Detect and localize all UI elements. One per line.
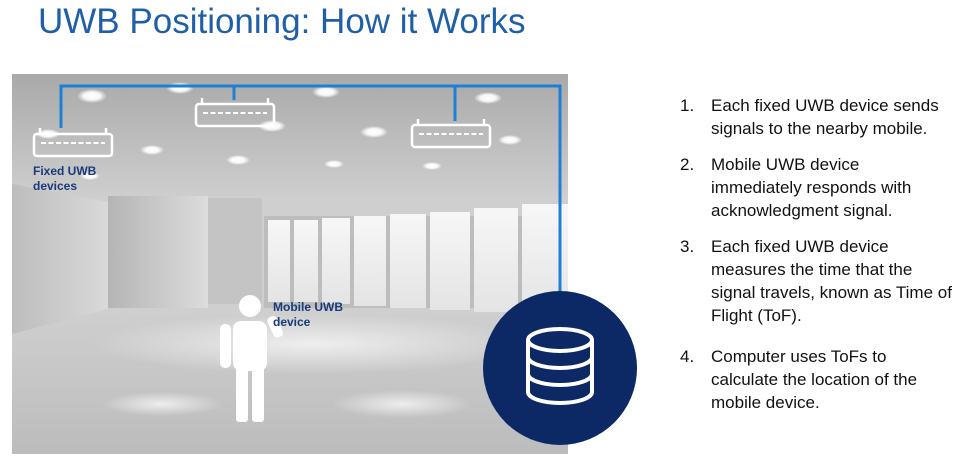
step-number: 1. [680, 96, 695, 115]
page-title: UWB Positioning: How it Works [38, 2, 526, 41]
list-item: 3. Each fixed UWB device measures the ti… [680, 235, 952, 327]
database-icon [483, 291, 637, 445]
office-scene [12, 74, 568, 454]
router-icon [410, 119, 492, 149]
step-number: 3. [680, 237, 695, 256]
step-number: 2. [680, 155, 695, 174]
fixed-devices-label: Fixed UWB devices [33, 164, 97, 193]
step-text: Mobile UWB device immediately responds w… [711, 155, 912, 220]
list-item: 1. Each fixed UWB device sends signals t… [680, 94, 952, 140]
mobile-device-label: Mobile UWB device [273, 300, 343, 329]
step-text: Computer uses ToFs to calculate the loca… [711, 347, 918, 412]
list-item: 4. Computer uses ToFs to calculate the l… [680, 345, 952, 414]
step-number: 4. [680, 347, 695, 366]
list-item: 2. Mobile UWB device immediately respond… [680, 153, 952, 222]
person-icon [220, 295, 284, 422]
connector-lines [59, 84, 562, 318]
router-icon [32, 128, 114, 158]
step-text: Each fixed UWB device sends signals to t… [711, 96, 939, 138]
steps-list: 1. Each fixed UWB device sends signals t… [680, 94, 952, 427]
router-icon [194, 98, 276, 128]
step-text: Each fixed UWB device measures the time … [711, 237, 952, 325]
